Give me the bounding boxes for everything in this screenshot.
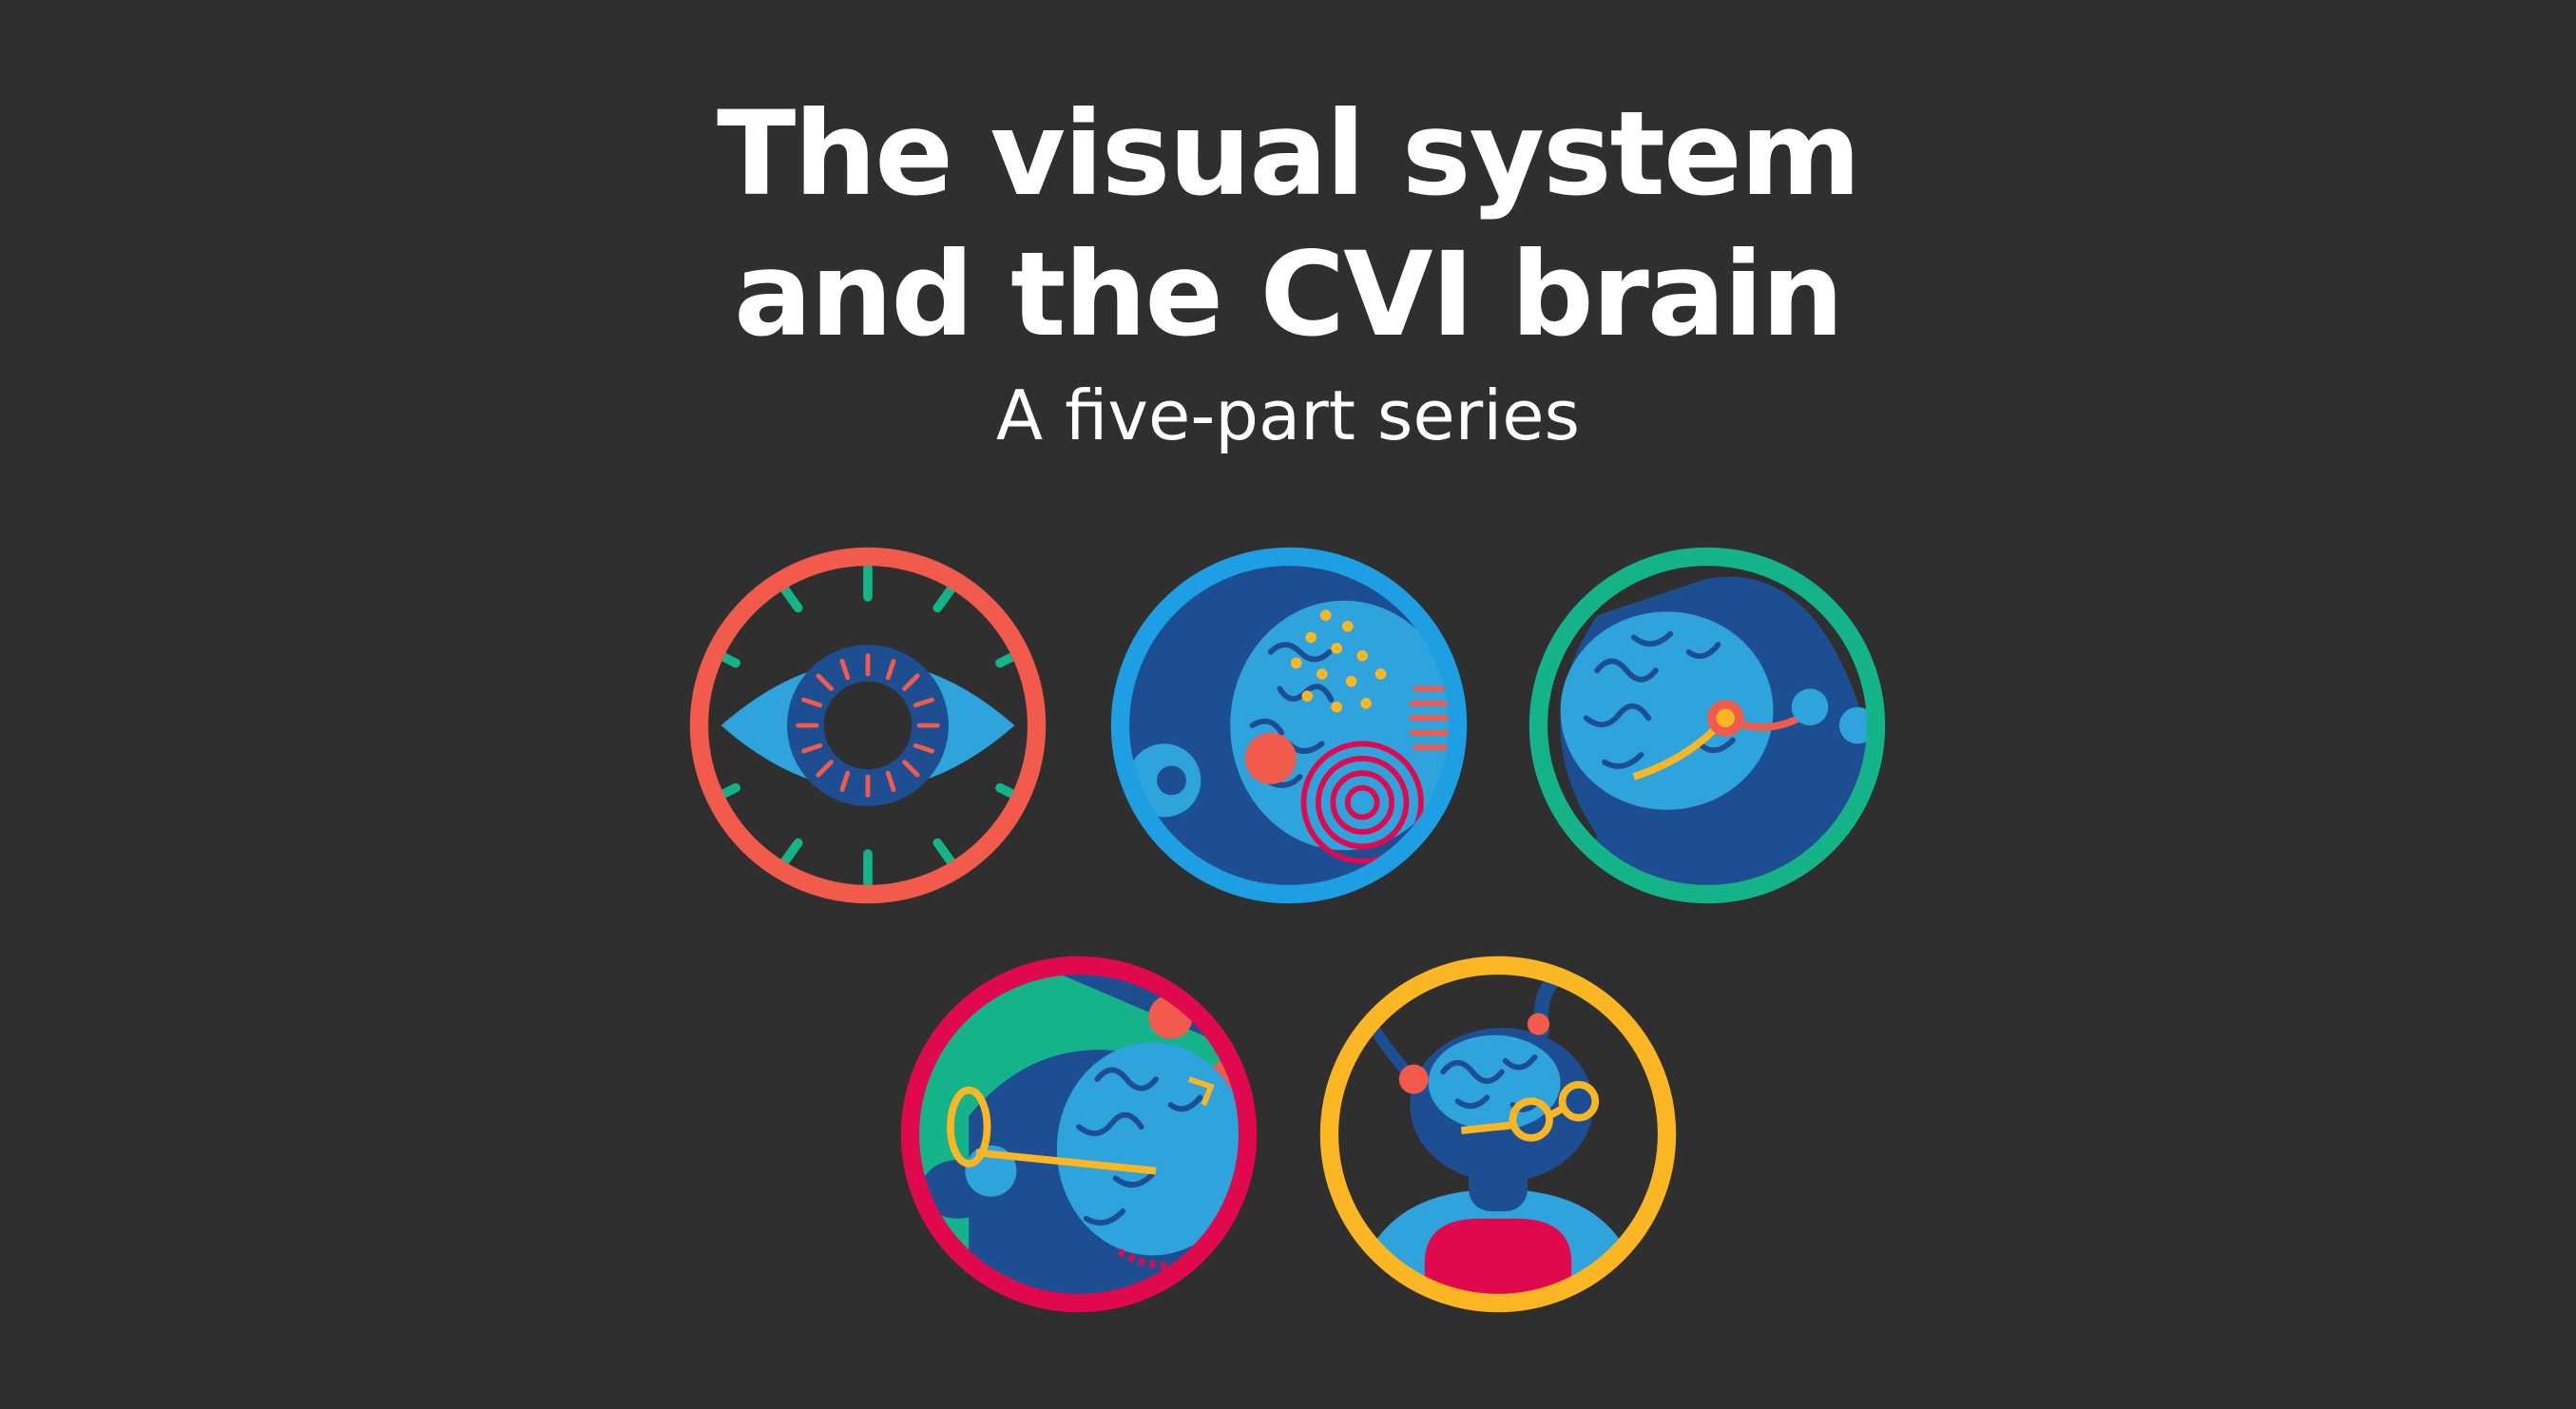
head-brain-glasses-profile-icon (900, 955, 1258, 1313)
head-brain-optic-icon (1528, 547, 1886, 904)
eye-icon (689, 547, 1047, 904)
badge-child-brain (1315, 951, 1682, 1318)
badge-brain-optic (1524, 542, 1891, 909)
badge-brain-glasses-profile (895, 951, 1262, 1318)
title-line-2: and the CVI brain (734, 227, 1844, 362)
title-line-1: The visual system (717, 87, 1861, 222)
page-title: The visual system and the CVI brain (0, 84, 2576, 365)
child-brain-glasses-icon (1319, 955, 1677, 1313)
badge-eye (684, 542, 1051, 909)
head-brain-spiral-icon (1110, 547, 1468, 904)
subtitle: A five-part series (995, 376, 1581, 455)
badge-brain-spiral (1105, 542, 1472, 909)
